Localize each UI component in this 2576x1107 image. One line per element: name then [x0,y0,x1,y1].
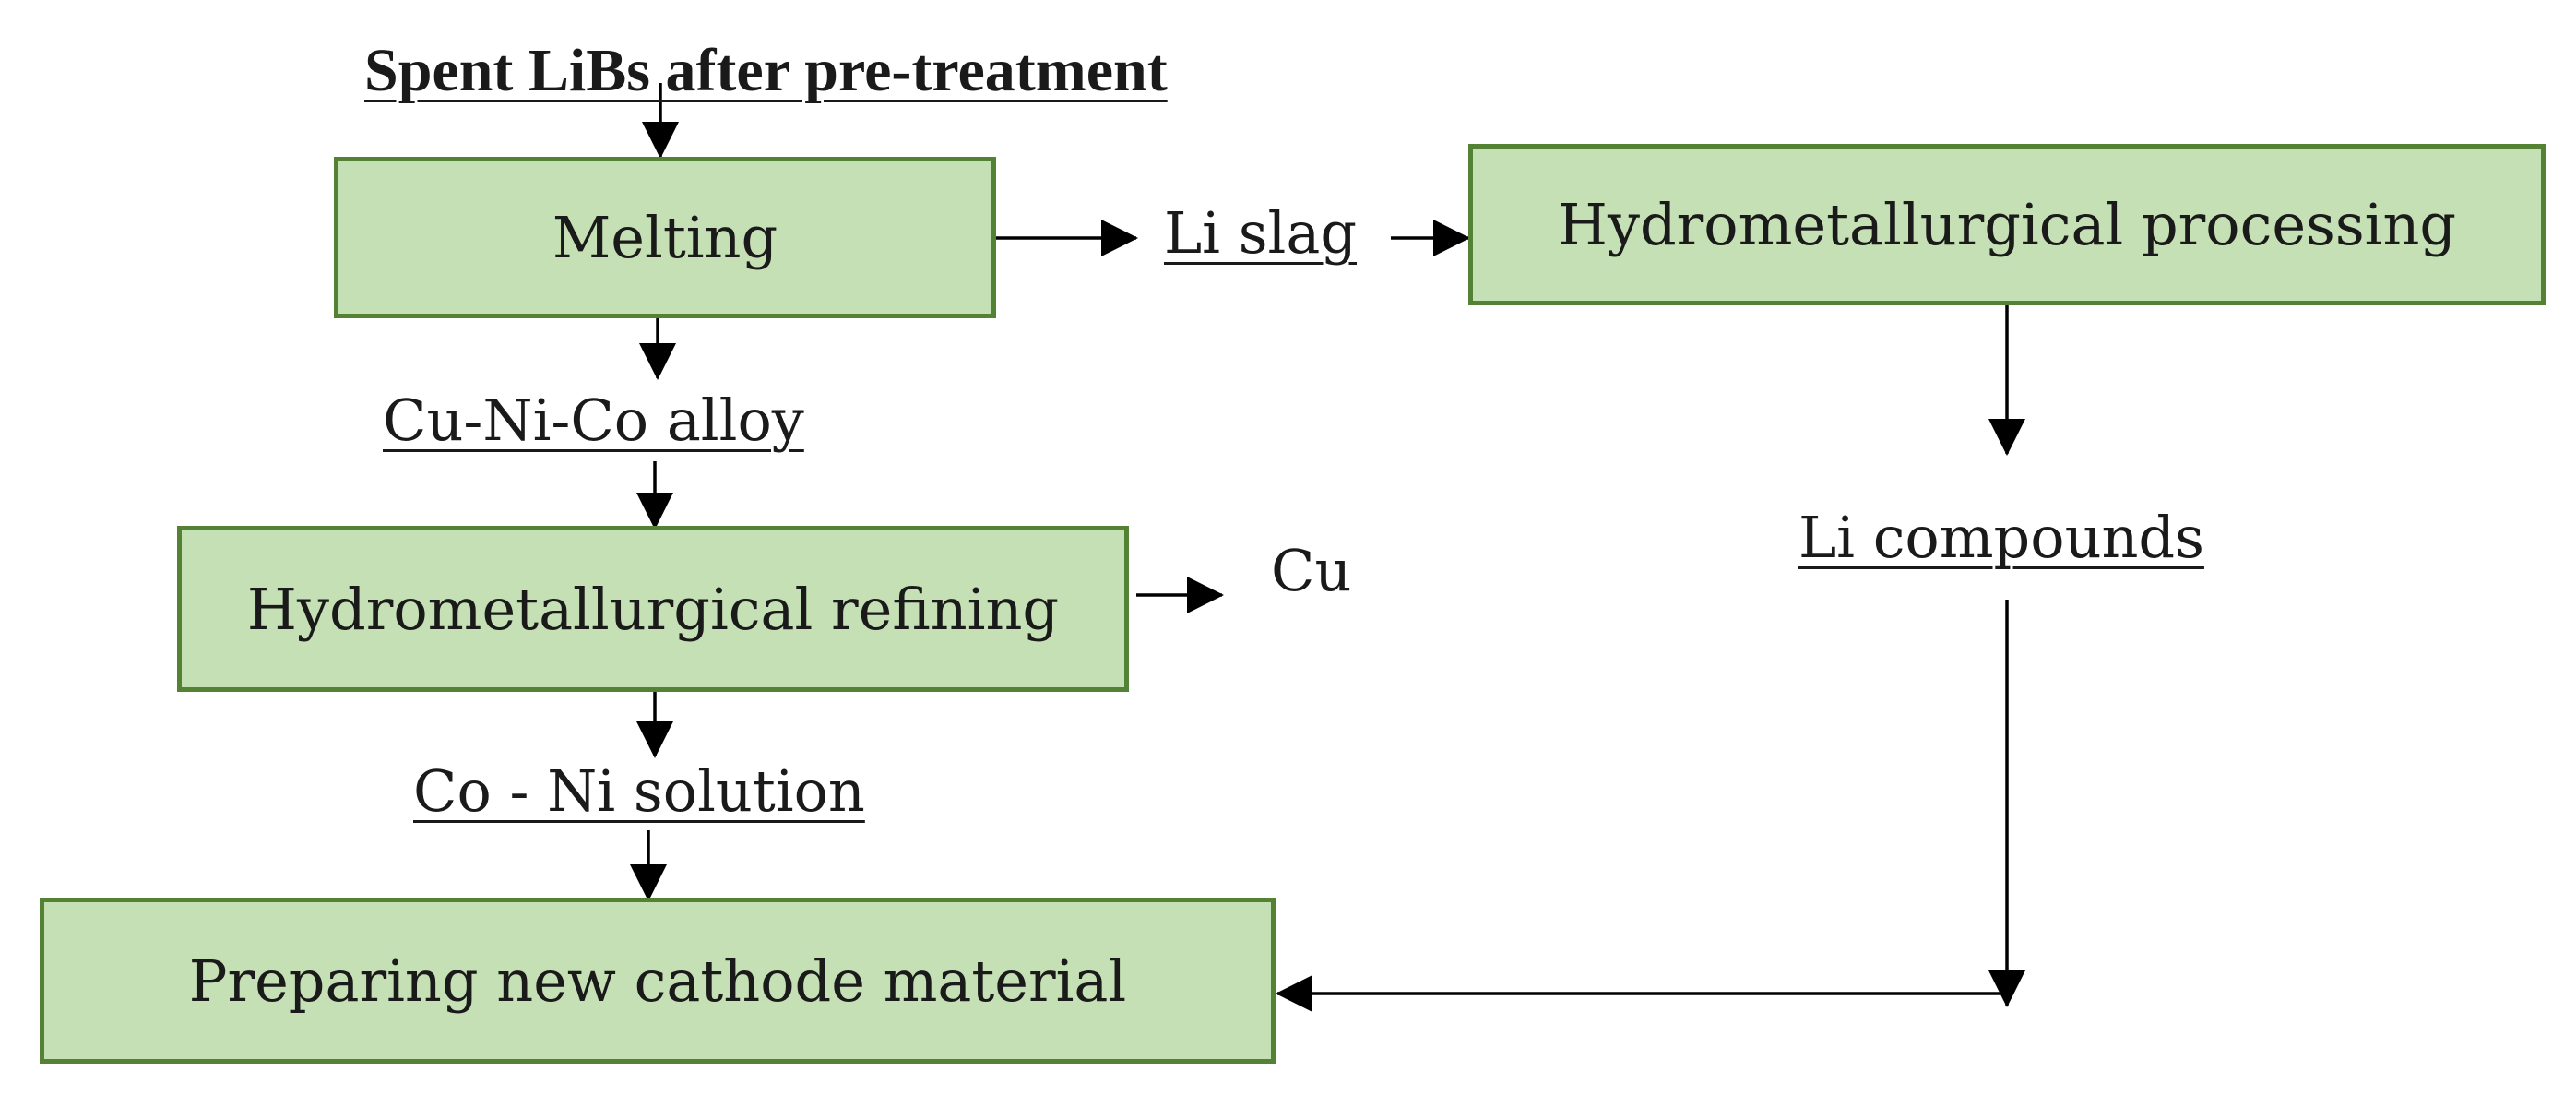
cu-label: Cu [1271,537,1352,604]
co-ni-solution-label: Co - Ni solution [413,757,865,825]
cu-ni-co-alloy-label: Cu-Ni-Co alloy [383,387,804,454]
melting-box: Melting [334,157,996,318]
melting-label: Melting [552,204,778,271]
input-label: Spent LiBs after pre-treatment [364,37,1168,104]
hydromet-refining-label: Hydrometallurgical refining [246,575,1060,643]
hydromet-processing-box: Hydrometallurgical processing [1468,144,2546,305]
li-slag-label: Li slag [1164,199,1358,267]
hydromet-refining-box: Hydrometallurgical refining [177,526,1129,692]
hydromet-processing-label: Hydrometallurgical processing [1557,191,2457,258]
cathode-box: Preparing new cathode material [40,898,1276,1064]
li-compounds-label: Li compounds [1798,504,2204,571]
cathode-label: Preparing new cathode material [188,946,1127,1015]
